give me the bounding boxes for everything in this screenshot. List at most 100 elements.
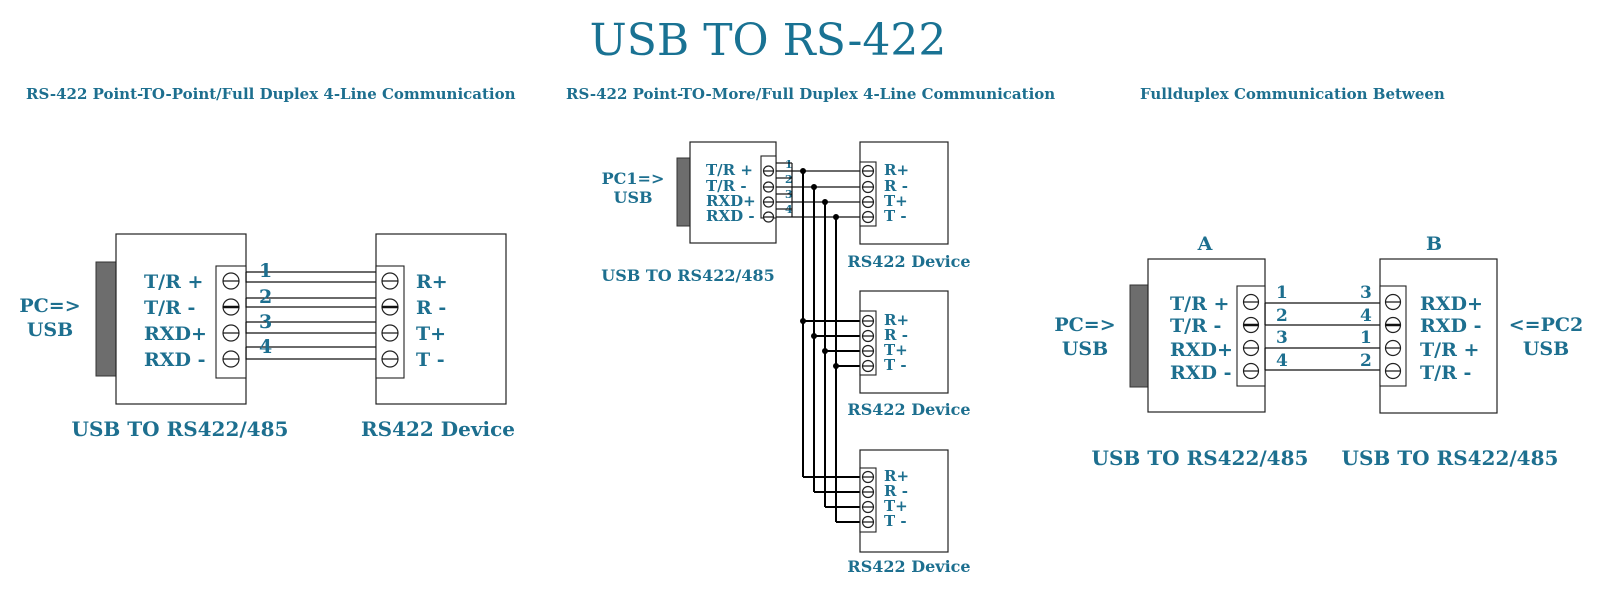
pin-label: T -: [884, 512, 907, 530]
junction-dot: [800, 168, 806, 174]
junction-dot: [822, 348, 828, 354]
panel-point-to-point: RS-422 Point-TO-Point/Full Duplex 4-Line…: [19, 85, 515, 441]
terminal-screws: [861, 164, 875, 224]
pin-label: R+: [884, 161, 909, 179]
usb-connector: [95, 261, 117, 377]
wire-number: 4: [259, 336, 272, 358]
terminal-screws: [1242, 293, 1260, 380]
panel2-subtitle: RS-422 Point-TO-More/Full Duplex 4-Line …: [566, 85, 1055, 103]
pin-label: R -: [884, 482, 908, 500]
pin-label: RXD -: [706, 207, 755, 225]
junction-dots: [800, 168, 839, 369]
wires: [776, 162, 860, 523]
usb-connector: [676, 157, 691, 227]
pin-label: R -: [884, 326, 908, 344]
terminal-block: [859, 310, 877, 376]
pin-label: T+: [884, 497, 908, 515]
wire-4: [245, 347, 376, 360]
pin-label: RXD -: [144, 349, 206, 371]
junction-dot: [833, 214, 839, 220]
wire-number: 2: [785, 173, 793, 186]
wire-number: 2: [1360, 351, 1372, 371]
wire-number: 1: [1276, 283, 1288, 303]
wire-2: [245, 298, 376, 308]
terminal-screws: [222, 272, 240, 368]
device-caption: RS422 Device: [847, 252, 970, 271]
device-caption: RS422 Device: [847, 400, 970, 419]
pin-label: T/R +: [1170, 293, 1229, 315]
pin-label: T/R +: [706, 161, 753, 179]
pin-label: RXD -: [1420, 315, 1482, 337]
pc2-label-line1: <=PC2: [1509, 314, 1583, 336]
pin-label: T -: [884, 207, 907, 225]
terminal-block: [859, 467, 877, 533]
wire-1: [245, 272, 376, 283]
wire-number: 2: [259, 286, 272, 308]
pc-label-line2: USB: [613, 188, 652, 207]
pin-label: T -: [416, 349, 445, 371]
pin-label: R+: [884, 467, 909, 485]
wire-number: 3: [1360, 283, 1372, 303]
wire-number: 1: [1360, 328, 1372, 348]
pin-label: T/R +: [1420, 339, 1479, 361]
junction-dot: [811, 333, 817, 339]
usb-connector: [1129, 284, 1149, 388]
label-b: B: [1426, 233, 1442, 255]
converter-caption-a: USB TO RS422/485: [1092, 446, 1309, 470]
junction-dot: [811, 184, 817, 190]
wire-number: 3: [1276, 328, 1288, 348]
panel1-subtitle: RS-422 Point-TO-Point/Full Duplex 4-Line…: [26, 85, 516, 103]
wire-number: 2: [1276, 306, 1288, 326]
pin-label: T+: [884, 341, 908, 359]
wire-number: 1: [259, 260, 272, 282]
pc-label-line1: PC=>: [1054, 314, 1115, 336]
pin-label: RXD -: [1170, 362, 1232, 384]
pin-label: T/R +: [144, 271, 203, 293]
wire-3: [245, 322, 376, 334]
panel3-subtitle: Fullduplex Communication Between: [1140, 85, 1445, 103]
panel-point-to-more: RS-422 Point-TO-More/Full Duplex 4-Line …: [566, 85, 1055, 576]
wires: [1264, 302, 1380, 371]
pin-label: R -: [416, 297, 446, 319]
pin-label: RXD+: [144, 323, 207, 345]
wire-number: 4: [1276, 351, 1288, 371]
pin-label: T/R -: [1420, 362, 1471, 384]
panel-fullduplex-between: Fullduplex Communication Between A B PC=…: [1054, 85, 1583, 470]
device-caption: RS422 Device: [847, 557, 970, 576]
pc2-label-line2: USB: [1523, 338, 1569, 360]
label-a: A: [1197, 233, 1213, 255]
pc-label-line2: USB: [1062, 338, 1108, 360]
terminal-block: [859, 161, 877, 227]
device-caption: RS422 Device: [361, 417, 515, 441]
pin-label: R+: [416, 271, 448, 293]
pin-label: R+: [884, 311, 909, 329]
pin-label: RXD+: [1420, 293, 1483, 315]
junction-dot: [800, 318, 806, 324]
pc-label-line1: PC1=>: [602, 169, 665, 188]
terminal-screws: [1384, 293, 1402, 380]
pin-label: T -: [884, 356, 907, 374]
converter-caption: USB TO RS422/485: [601, 266, 775, 285]
pin-label: R -: [884, 177, 908, 195]
wire-number: 3: [259, 311, 272, 333]
pc-label-line1: PC=>: [19, 295, 80, 317]
terminal-screws: [381, 272, 399, 368]
converter-caption-b: USB TO RS422/485: [1342, 446, 1559, 470]
terminal-screws: [861, 470, 875, 529]
pin-label: T+: [884, 192, 908, 210]
pin-label: T+: [416, 323, 446, 345]
wire-number: 1: [785, 158, 793, 171]
page-title: USB TO RS-422: [590, 15, 947, 66]
pc-label-line2: USB: [27, 319, 73, 341]
converter-caption: USB TO RS422/485: [72, 417, 289, 441]
pin-label: T/R -: [1170, 315, 1221, 337]
wire-number: 4: [1360, 306, 1372, 326]
terminal-screws: [861, 314, 875, 373]
pin-label: T/R -: [706, 177, 747, 195]
pin-label: T/R -: [144, 297, 195, 319]
junction-dot: [833, 363, 839, 369]
wires: [245, 271, 376, 360]
pin-label: RXD+: [1170, 339, 1233, 361]
pin-label: RXD+: [706, 192, 756, 210]
